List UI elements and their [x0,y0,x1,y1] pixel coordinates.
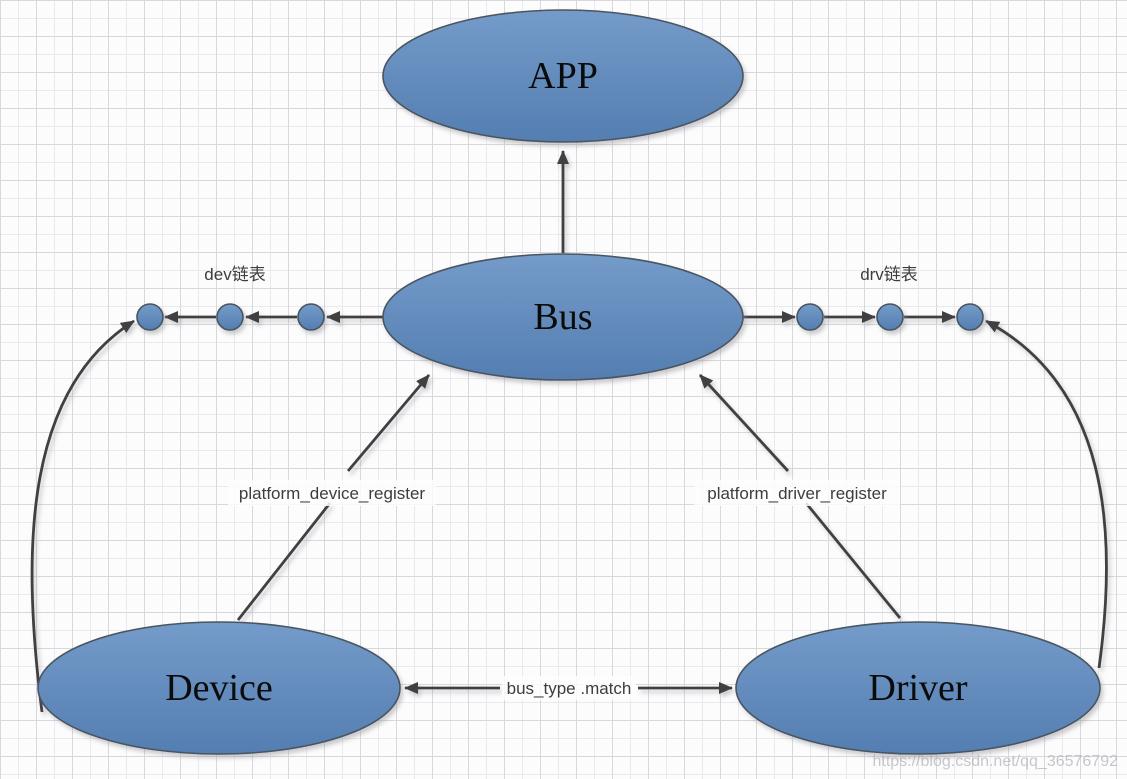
drv-list-node-2 [876,303,904,331]
driver-register-label: platform_driver_register [707,484,887,503]
dev-list-node-3 [297,303,325,331]
edge-device-to-bus-upper [346,374,431,472]
driver-register-label-bg [694,480,900,506]
node-app-ellipse [382,9,744,143]
dev-list-node-1 [136,303,164,331]
node-driver-label: Driver [868,667,968,709]
node-app-label: APP [528,55,598,97]
device-register-label: platform_device_register [239,484,425,503]
node-device-ellipse [37,621,401,755]
edge-driver-to-drv-list-curve [985,319,1108,669]
dev-list-label: dev链表 [204,265,265,284]
drv-list-node-3 [956,303,984,331]
bus-match-label-bg [502,676,636,700]
drv-list-label: drv链表 [860,265,918,284]
node-driver-ellipse [735,621,1101,755]
edge-driver-to-bus-upper [698,374,790,472]
edge-device-to-bus-lower [236,502,332,621]
edge-driver-to-bus-lower [804,502,902,619]
edge-device-to-dev-list-curve [30,319,135,713]
node-bus-label: Bus [533,296,592,338]
dev-list-node-2 [216,303,244,331]
device-register-label-bg [228,480,436,506]
watermark: https://blog.csdn.net/qq_36576792 [872,753,1118,770]
drv-list-node-1 [796,303,824,331]
node-device-label: Device [165,667,273,709]
node-bus-ellipse [382,253,744,381]
bus-match-label: bus_type .match [507,679,632,698]
